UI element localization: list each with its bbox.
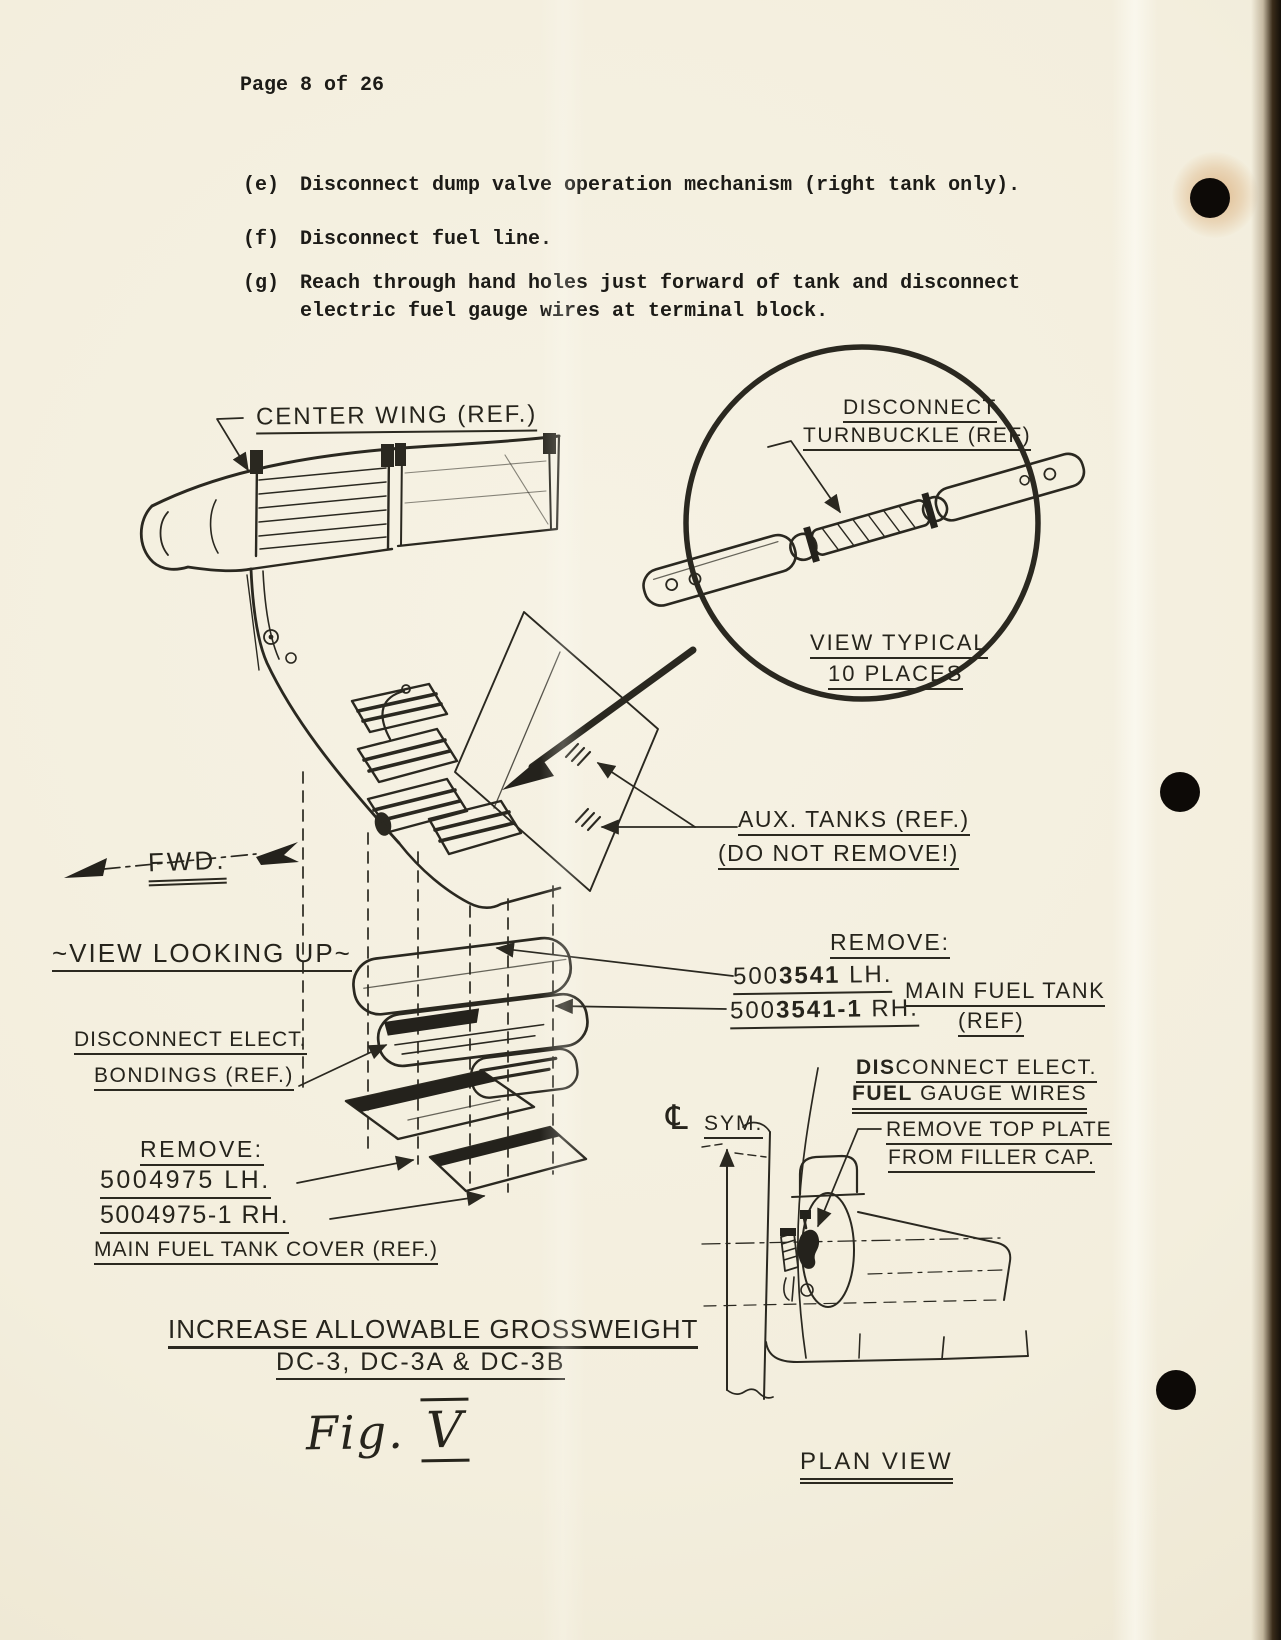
callout-main-fuel-tank-cover: MAIN FUEL TANK COVER (REF.)	[94, 1238, 438, 1265]
fwd-arrow	[64, 842, 299, 878]
callout-filler-cap-line1: REMOVE TOP PLATE	[886, 1118, 1112, 1145]
part-number-5004975-lh: 5004975 LH.	[100, 1166, 271, 1199]
figure-title-line2: DC-3, DC-3A & DC-3B	[276, 1348, 566, 1380]
step-letter: (f)	[243, 228, 280, 251]
figure-title-line1: INCREASE ALLOWABLE GROSSWEIGHT	[168, 1314, 699, 1349]
callout-view-typical-line2: 10 PLACES	[828, 661, 964, 690]
turnbuckle-drawing	[642, 452, 1086, 607]
fwd-direction-label: FWD.	[147, 844, 228, 887]
callout-center-wing: CENTER WING (REF.)	[255, 400, 538, 435]
step-letter: (e)	[243, 174, 280, 197]
part-number-5004975-1-rh: 5004975-1 RH.	[100, 1201, 290, 1234]
callout-fuel-gauge-line2: FUEL GAUGE WIRES	[852, 1082, 1088, 1114]
callout-main-fuel-tank-line1: MAIN FUEL TANK	[905, 978, 1106, 1007]
punch-hole-middle	[1160, 772, 1200, 812]
remove-right-heading: REMOVE:	[830, 929, 951, 959]
step-text: Disconnect dump valve operation mechanis…	[300, 174, 1021, 197]
view-looking-up-label: ~VIEW LOOKING UP~	[52, 938, 352, 972]
callout-bondings-line1: DISCONNECT ELECT.	[74, 1028, 307, 1055]
step-text: Disconnect fuel line.	[300, 228, 553, 251]
step-letter: (g)	[243, 272, 280, 295]
callout-aux-tanks-line1: AUX. TANKS (REF.)	[738, 806, 970, 836]
figure-caption: Fig. V	[306, 1397, 470, 1463]
callout-aux-tanks-line2: (DO NOT REMOVE!)	[718, 840, 959, 870]
callout-main-fuel-tank-line2: (REF)	[958, 1008, 1025, 1037]
part-number-5003541-lh: 5003541 LH.	[732, 960, 893, 996]
callout-view-typical-line1: VIEW TYPICAL	[810, 630, 988, 659]
callout-filler-cap-line2: FROM FILLER CAP.	[888, 1146, 1095, 1173]
detail-circle	[502, 344, 1086, 790]
plan-view-drawing	[701, 1067, 1029, 1400]
part-number-5003541-1-rh: 5003541-1 RH.	[729, 994, 920, 1030]
center-section-drawing	[246, 567, 659, 909]
installed-tanks-drawing	[350, 682, 523, 856]
step-text: Reach through hand holes just forward of…	[300, 272, 1021, 323]
scan-page-edge	[1251, 0, 1281, 1640]
page-number-header: Page 8 of 26	[240, 74, 385, 97]
plan-view-label: PLAN VIEW	[800, 1448, 954, 1484]
punch-hole-bottom	[1156, 1370, 1196, 1410]
main-fuel-tank-drawing	[352, 936, 589, 1099]
centerline-symbol: ℄	[666, 1098, 688, 1138]
centerline-sym-label: SYM.	[704, 1112, 764, 1139]
tank-cover-drawings	[344, 1069, 588, 1193]
center-wing-drawing	[139, 433, 561, 573]
remove-left-heading: REMOVE:	[140, 1136, 264, 1166]
callout-turnbuckle-line1: DISCONNECT	[843, 396, 997, 423]
figure-roman-numeral: V	[420, 1397, 470, 1463]
callout-fuel-gauge-line1: DISCONNECT ELECT.	[856, 1056, 1097, 1083]
callout-turnbuckle-line2: TURNBUCKLE (REF)	[803, 424, 1032, 451]
callout-bondings-line2: BONDINGS (REF.)	[94, 1064, 294, 1091]
punch-hole-top	[1190, 178, 1230, 218]
